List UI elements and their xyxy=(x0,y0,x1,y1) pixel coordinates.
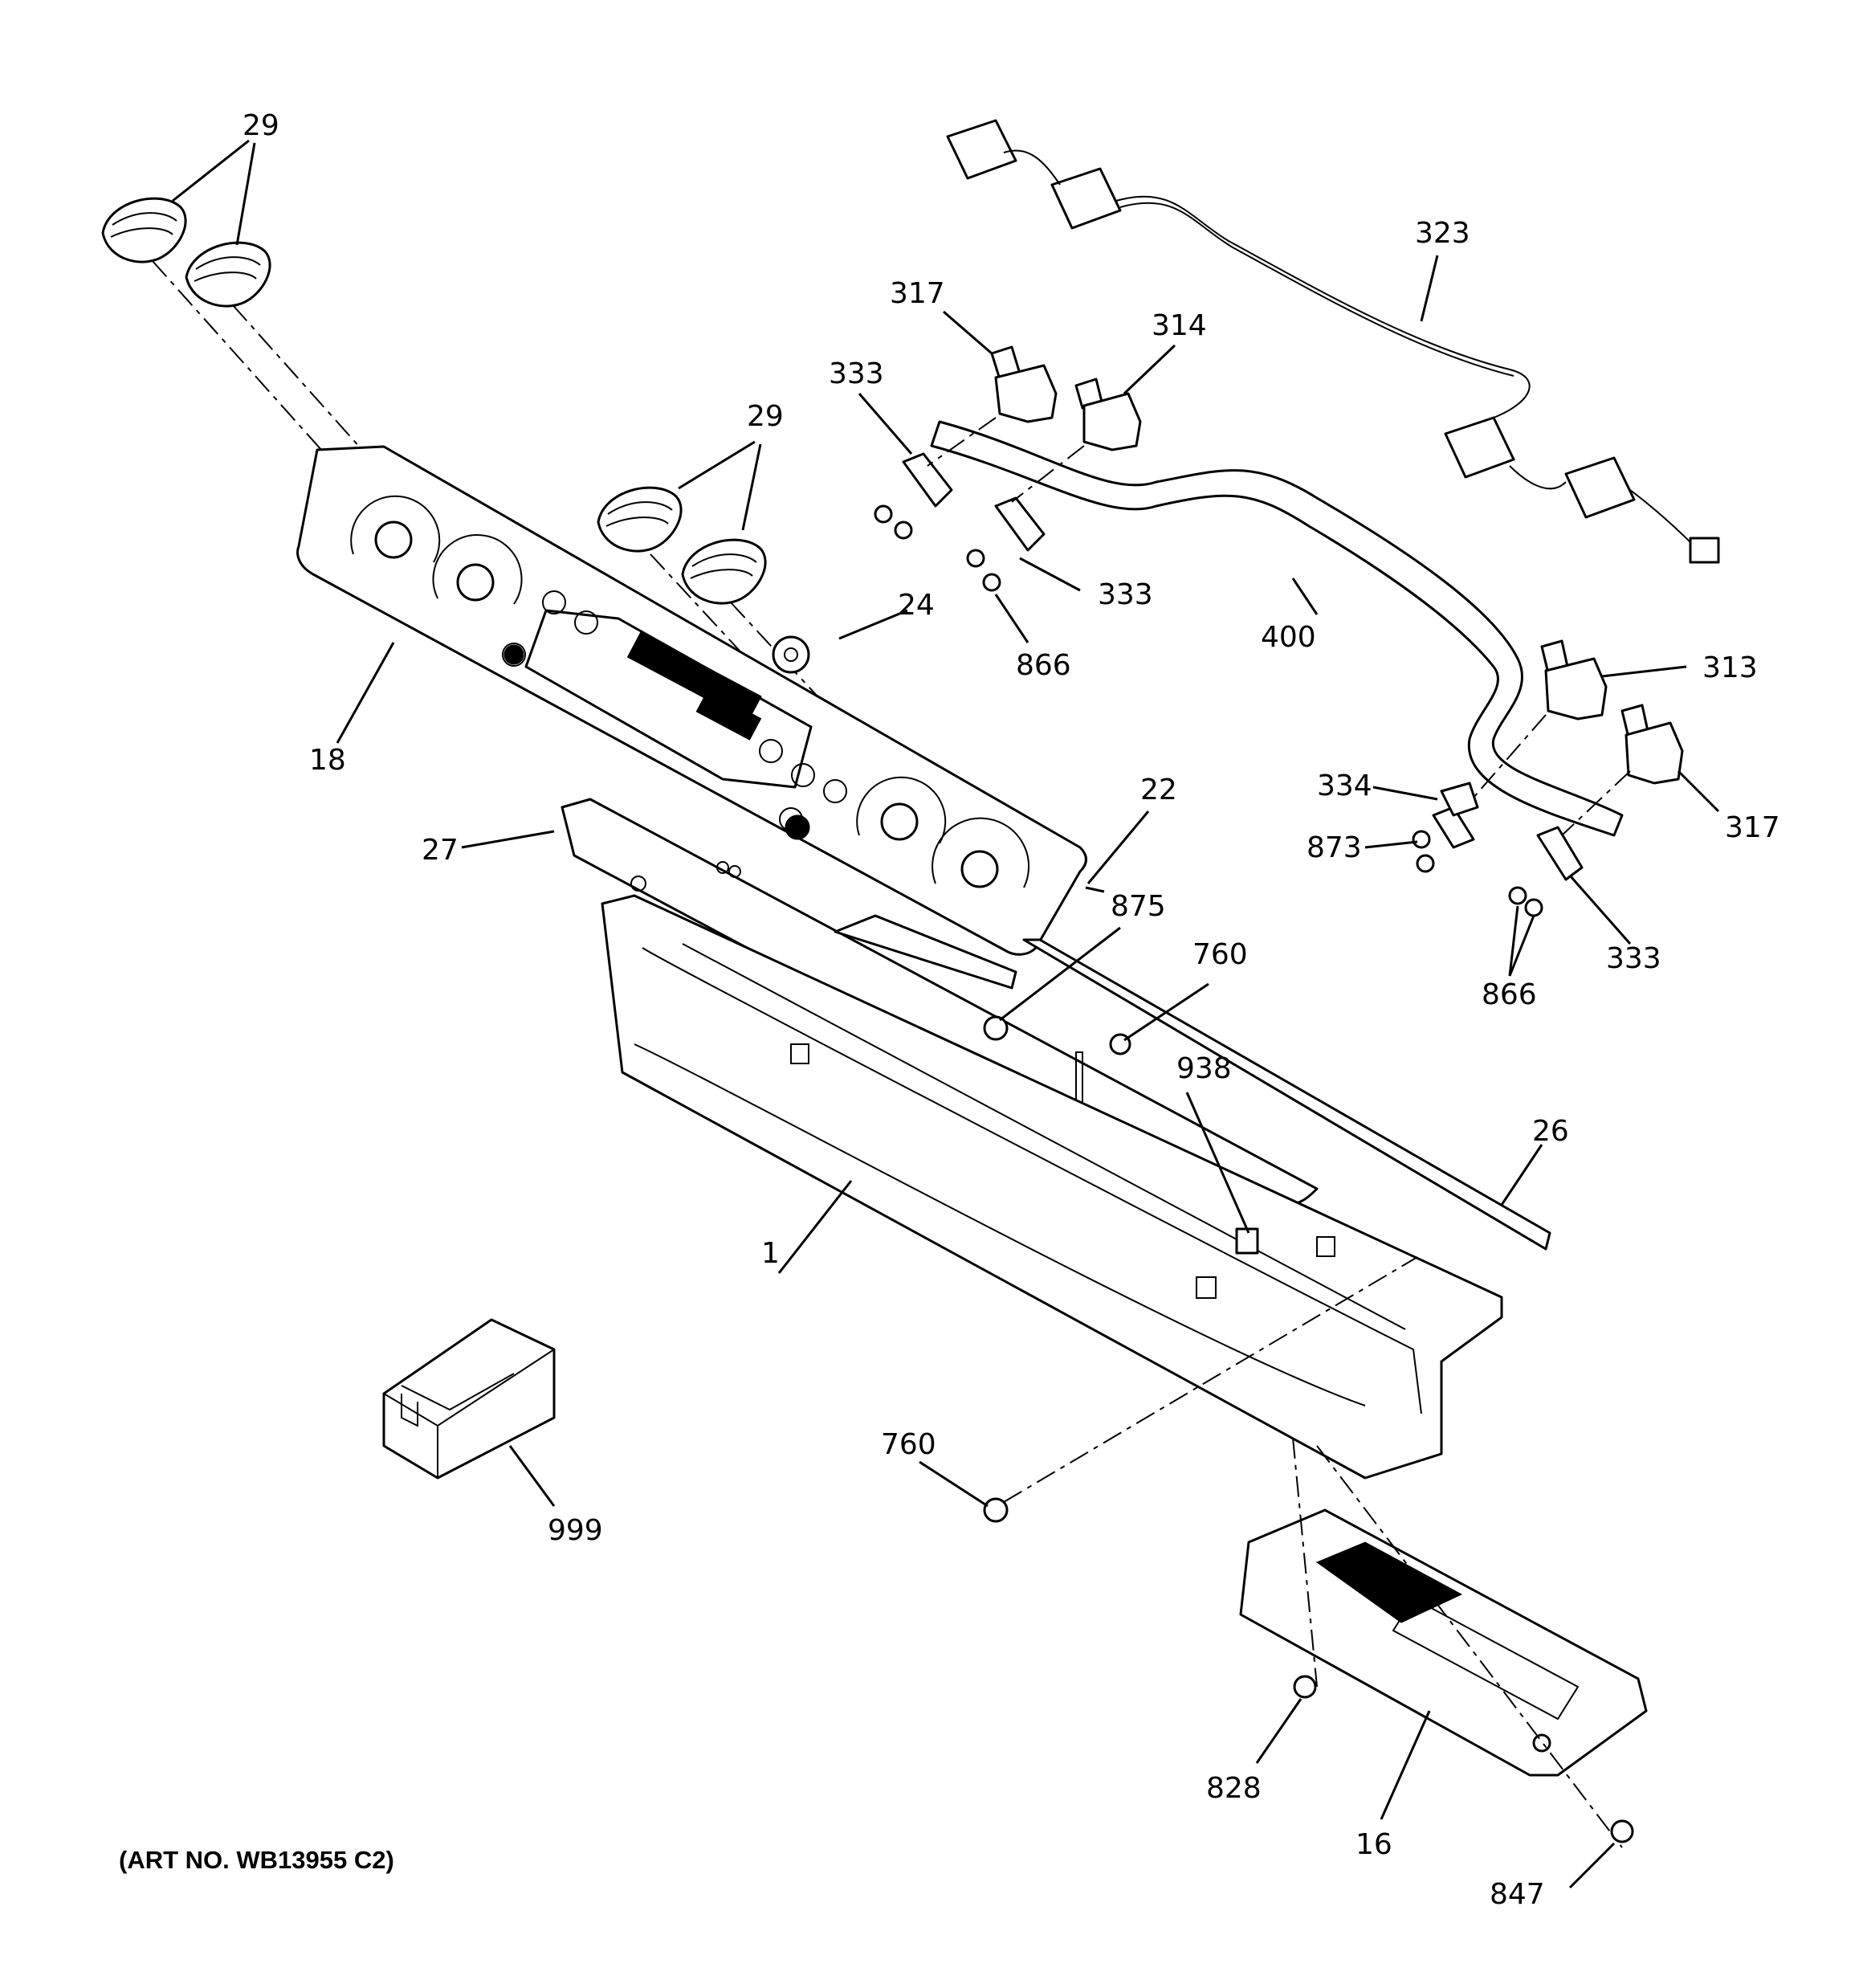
callout-333: 333 xyxy=(1606,942,1661,975)
callout-18: 18 xyxy=(309,744,346,777)
callout-317: 317 xyxy=(1725,811,1780,844)
callout-333: 333 xyxy=(829,357,884,390)
knob-pair-left xyxy=(101,197,271,308)
callout-999: 999 xyxy=(548,1514,603,1547)
control-panel-faceplate xyxy=(296,445,1087,956)
control-board xyxy=(1239,1508,1648,1777)
wire-harness xyxy=(946,119,1720,564)
trim-strip xyxy=(1022,938,1551,1251)
screw xyxy=(983,1015,1009,1041)
callout-866: 866 xyxy=(1016,649,1071,682)
callout-847: 847 xyxy=(1490,1878,1545,1911)
callout-16: 16 xyxy=(1355,1828,1392,1861)
clamps-and-screws xyxy=(874,452,1584,917)
callout-828: 828 xyxy=(1206,1772,1262,1805)
art-number: (ART NO. WB13955 C2) xyxy=(119,1846,394,1874)
callout-1: 1 xyxy=(761,1237,780,1270)
leader-lines xyxy=(172,139,1720,1889)
callout-333: 333 xyxy=(1098,578,1153,611)
callout-24: 24 xyxy=(898,589,935,622)
callout-22: 22 xyxy=(1140,774,1177,806)
callout-317: 317 xyxy=(890,277,945,310)
callout-760: 760 xyxy=(1192,938,1248,971)
callout-875: 875 xyxy=(1111,890,1166,923)
callout-323: 323 xyxy=(1415,217,1470,250)
callout-938: 938 xyxy=(1176,1052,1232,1085)
callout-400: 400 xyxy=(1261,621,1316,654)
backsplash-housing xyxy=(601,894,1503,1480)
callout-29: 29 xyxy=(243,109,279,142)
callout-873: 873 xyxy=(1307,831,1362,864)
burner-valves xyxy=(990,345,1684,785)
callout-866: 866 xyxy=(1482,978,1537,1011)
manifold-pipe xyxy=(930,420,1624,837)
callout-334: 334 xyxy=(1317,769,1372,802)
callout-314: 314 xyxy=(1152,309,1207,342)
knob-pair-center xyxy=(597,486,767,605)
callout-313: 313 xyxy=(1702,651,1758,684)
bracket-clip xyxy=(1440,782,1479,817)
callout-27: 27 xyxy=(422,834,459,867)
callout-labels: 29 29 323 317 314 333 333 333 866 866 24… xyxy=(119,109,1780,1911)
callout-29: 29 xyxy=(747,400,784,433)
package-box xyxy=(382,1318,556,1480)
grommet xyxy=(772,635,810,674)
callout-760: 760 xyxy=(881,1428,936,1461)
callout-26: 26 xyxy=(1532,1115,1569,1148)
